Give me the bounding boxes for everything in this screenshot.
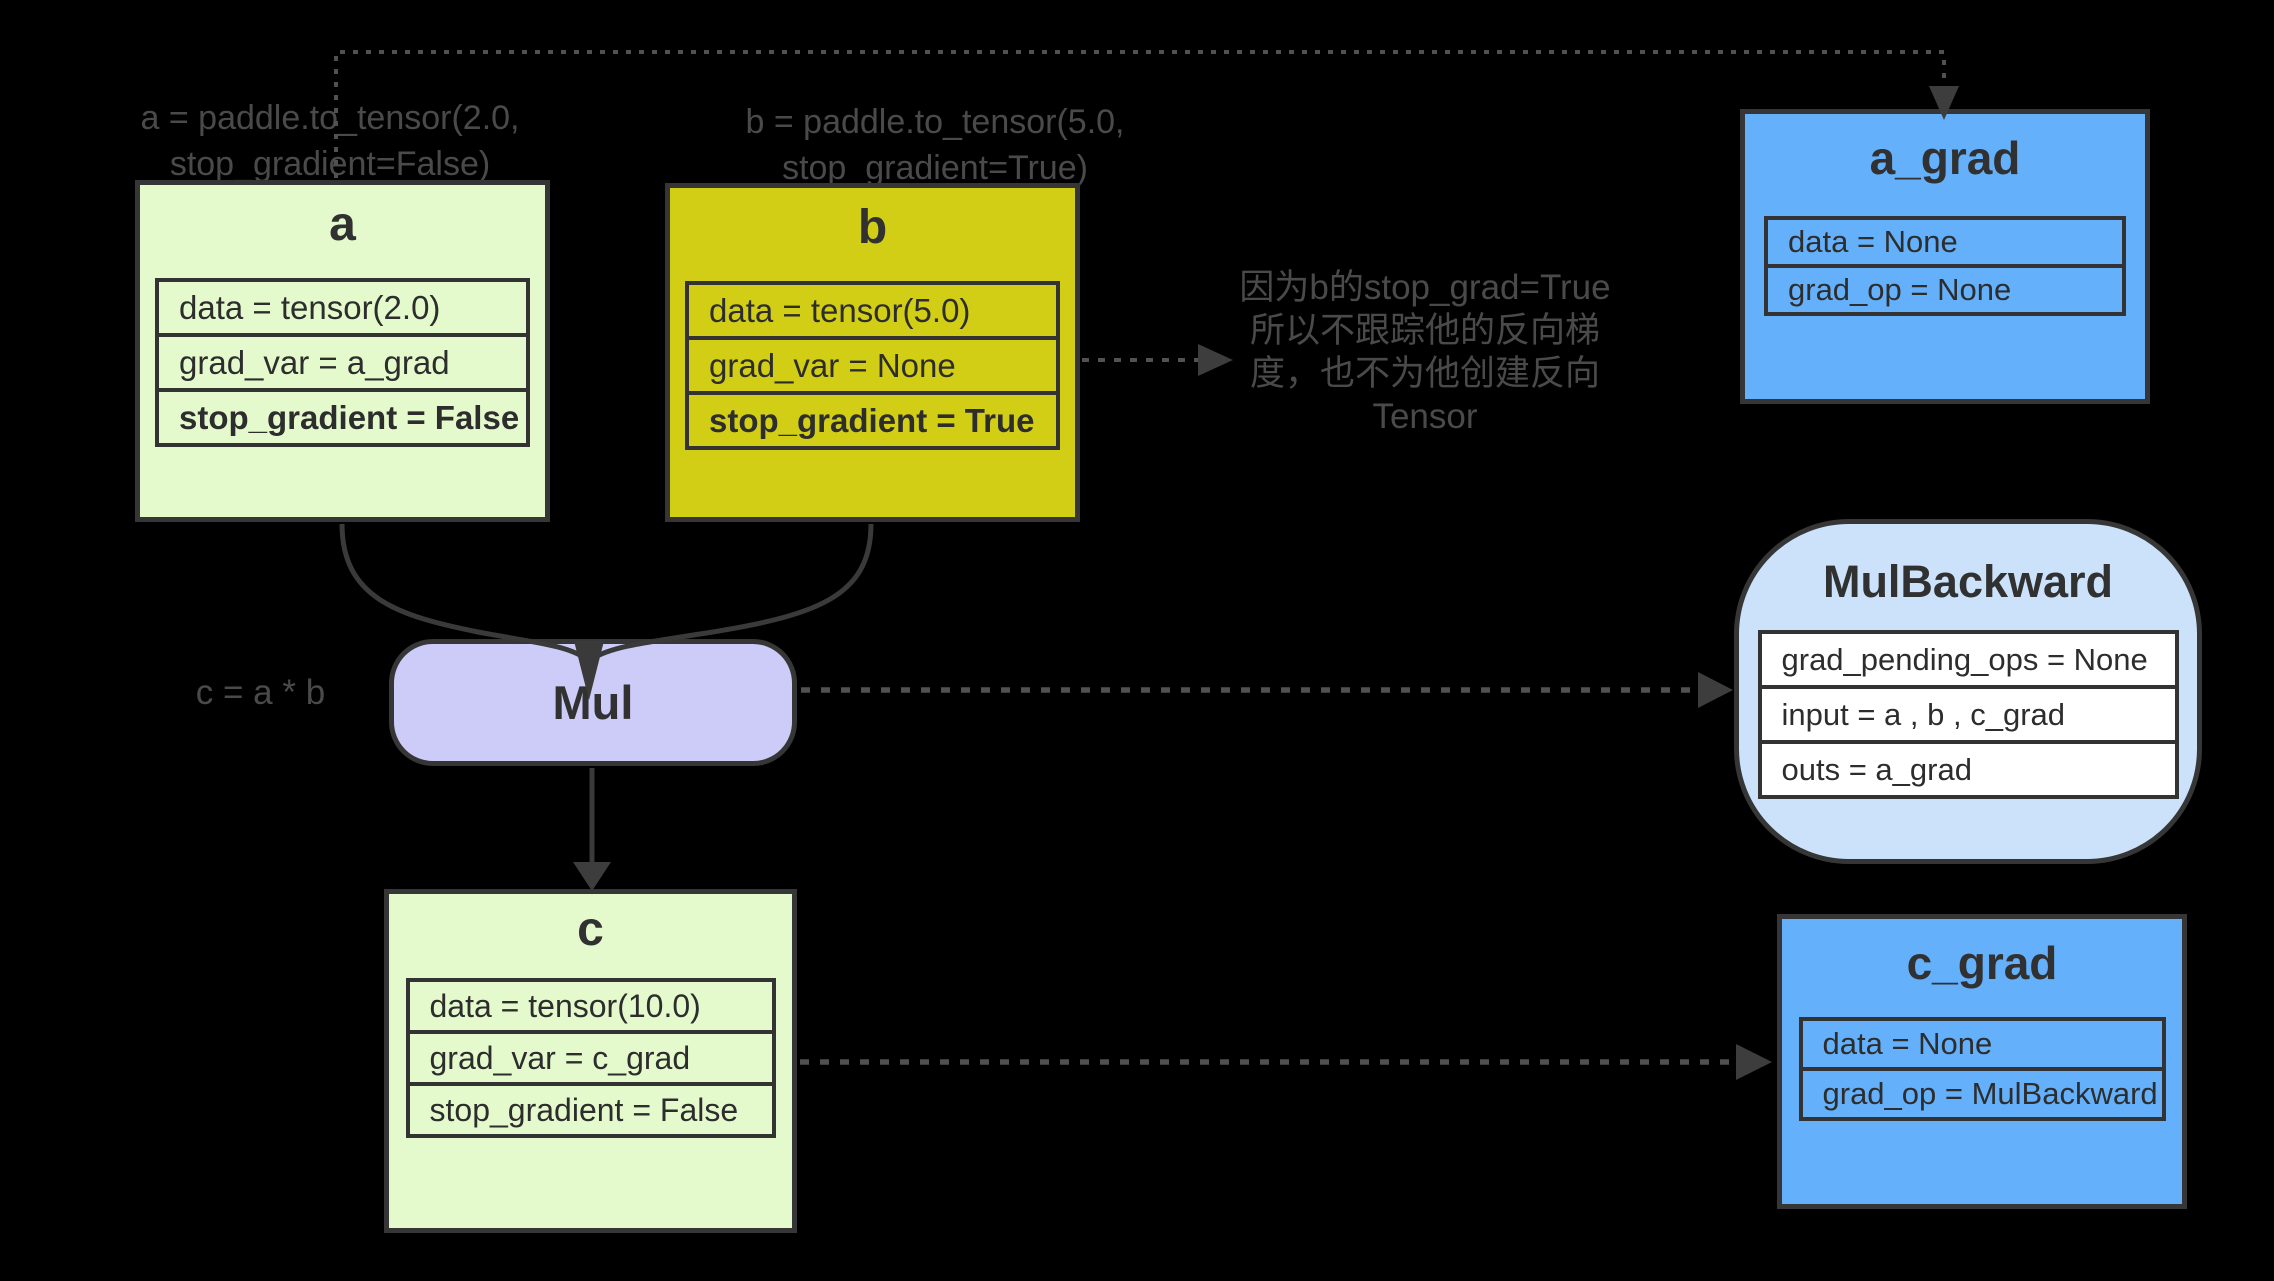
node-c-row-data: data = tensor(10.0)	[405, 978, 776, 1034]
node-a-row-grad-var: grad_var = a_grad	[155, 333, 530, 392]
node-c-grad-title: c_grad	[1906, 937, 2058, 989]
node-mulbackward-title: MulBackward	[1822, 556, 2114, 607]
arrowhead-c-icon	[573, 862, 611, 891]
note-line3: 度，也不为他创建反向	[1249, 354, 1600, 393]
arrowhead-mulbackward-icon	[1698, 672, 1733, 708]
annotation-c-expression: c = a * b	[195, 673, 326, 712]
node-c-row-grad-var: grad_var = c_grad	[405, 1030, 776, 1086]
node-a-grad-row-grad-op: grad_op = None	[1764, 264, 2126, 316]
node-a-row-stop-gradient: stop_gradient = False	[155, 388, 530, 447]
annotation-a-code: a = paddle.to_tensor(2.0, stop_gradient=…	[95, 95, 565, 187]
annotation-b-code-line1: b = paddle.to_tensor(5.0,	[745, 103, 1125, 141]
node-mulbackward: MulBackward grad_pending_ops = None inpu…	[1734, 519, 2202, 864]
node-c: c data = tensor(10.0) grad_var = c_grad …	[384, 889, 797, 1233]
annotation-a-code-line1: a = paddle.to_tensor(2.0,	[140, 99, 520, 137]
annotation-stop-grad-note: 因为b的stop_grad=True 所以不跟踪他的反向梯 度，也不为他创建反向…	[1200, 266, 1650, 438]
note-line4: Tensor	[1372, 397, 1478, 436]
node-a-grad-title: a_grad	[1869, 132, 2021, 184]
node-a: a data = tensor(2.0) grad_var = a_grad s…	[135, 180, 550, 522]
node-mulbackward-row-input: input = a , b , c_grad	[1757, 685, 2179, 744]
node-a-grad-row-data: data = None	[1764, 216, 2126, 268]
node-mul-title: Mul	[552, 676, 634, 729]
node-mulbackward-row-outs: outs = a_grad	[1757, 740, 2179, 799]
note-line2: 所以不跟踪他的反向梯	[1249, 311, 1600, 350]
node-b-title: b	[857, 201, 888, 254]
node-b: b data = tensor(5.0) grad_var = None sto…	[665, 183, 1080, 522]
node-b-row-data: data = tensor(5.0)	[685, 281, 1060, 340]
node-mulbackward-row-grad-pending-ops: grad_pending_ops = None	[1757, 630, 2179, 689]
node-c-title: c	[577, 903, 604, 956]
node-mul: Mul	[389, 639, 797, 766]
node-c-grad: c_grad data = None grad_op = MulBackward	[1777, 914, 2187, 1209]
node-b-row-stop-gradient: stop_gradient = True	[685, 391, 1060, 450]
annotation-b-code: b = paddle.to_tensor(5.0, stop_gradient=…	[700, 99, 1170, 191]
node-c-row-stop-gradient: stop_gradient = False	[405, 1082, 776, 1138]
node-a-row-data: data = tensor(2.0)	[155, 278, 530, 337]
arrowhead-c-grad-icon	[1736, 1044, 1772, 1080]
node-b-row-grad-var: grad_var = None	[685, 336, 1060, 395]
node-a-grad: a_grad data = None grad_op = None	[1740, 109, 2150, 404]
note-line1: 因为b的stop_grad=True	[1239, 268, 1611, 307]
node-c-grad-row-grad-op: grad_op = MulBackward	[1798, 1067, 2166, 1121]
node-c-grad-row-data: data = None	[1798, 1017, 2166, 1071]
node-a-title: a	[329, 198, 356, 251]
